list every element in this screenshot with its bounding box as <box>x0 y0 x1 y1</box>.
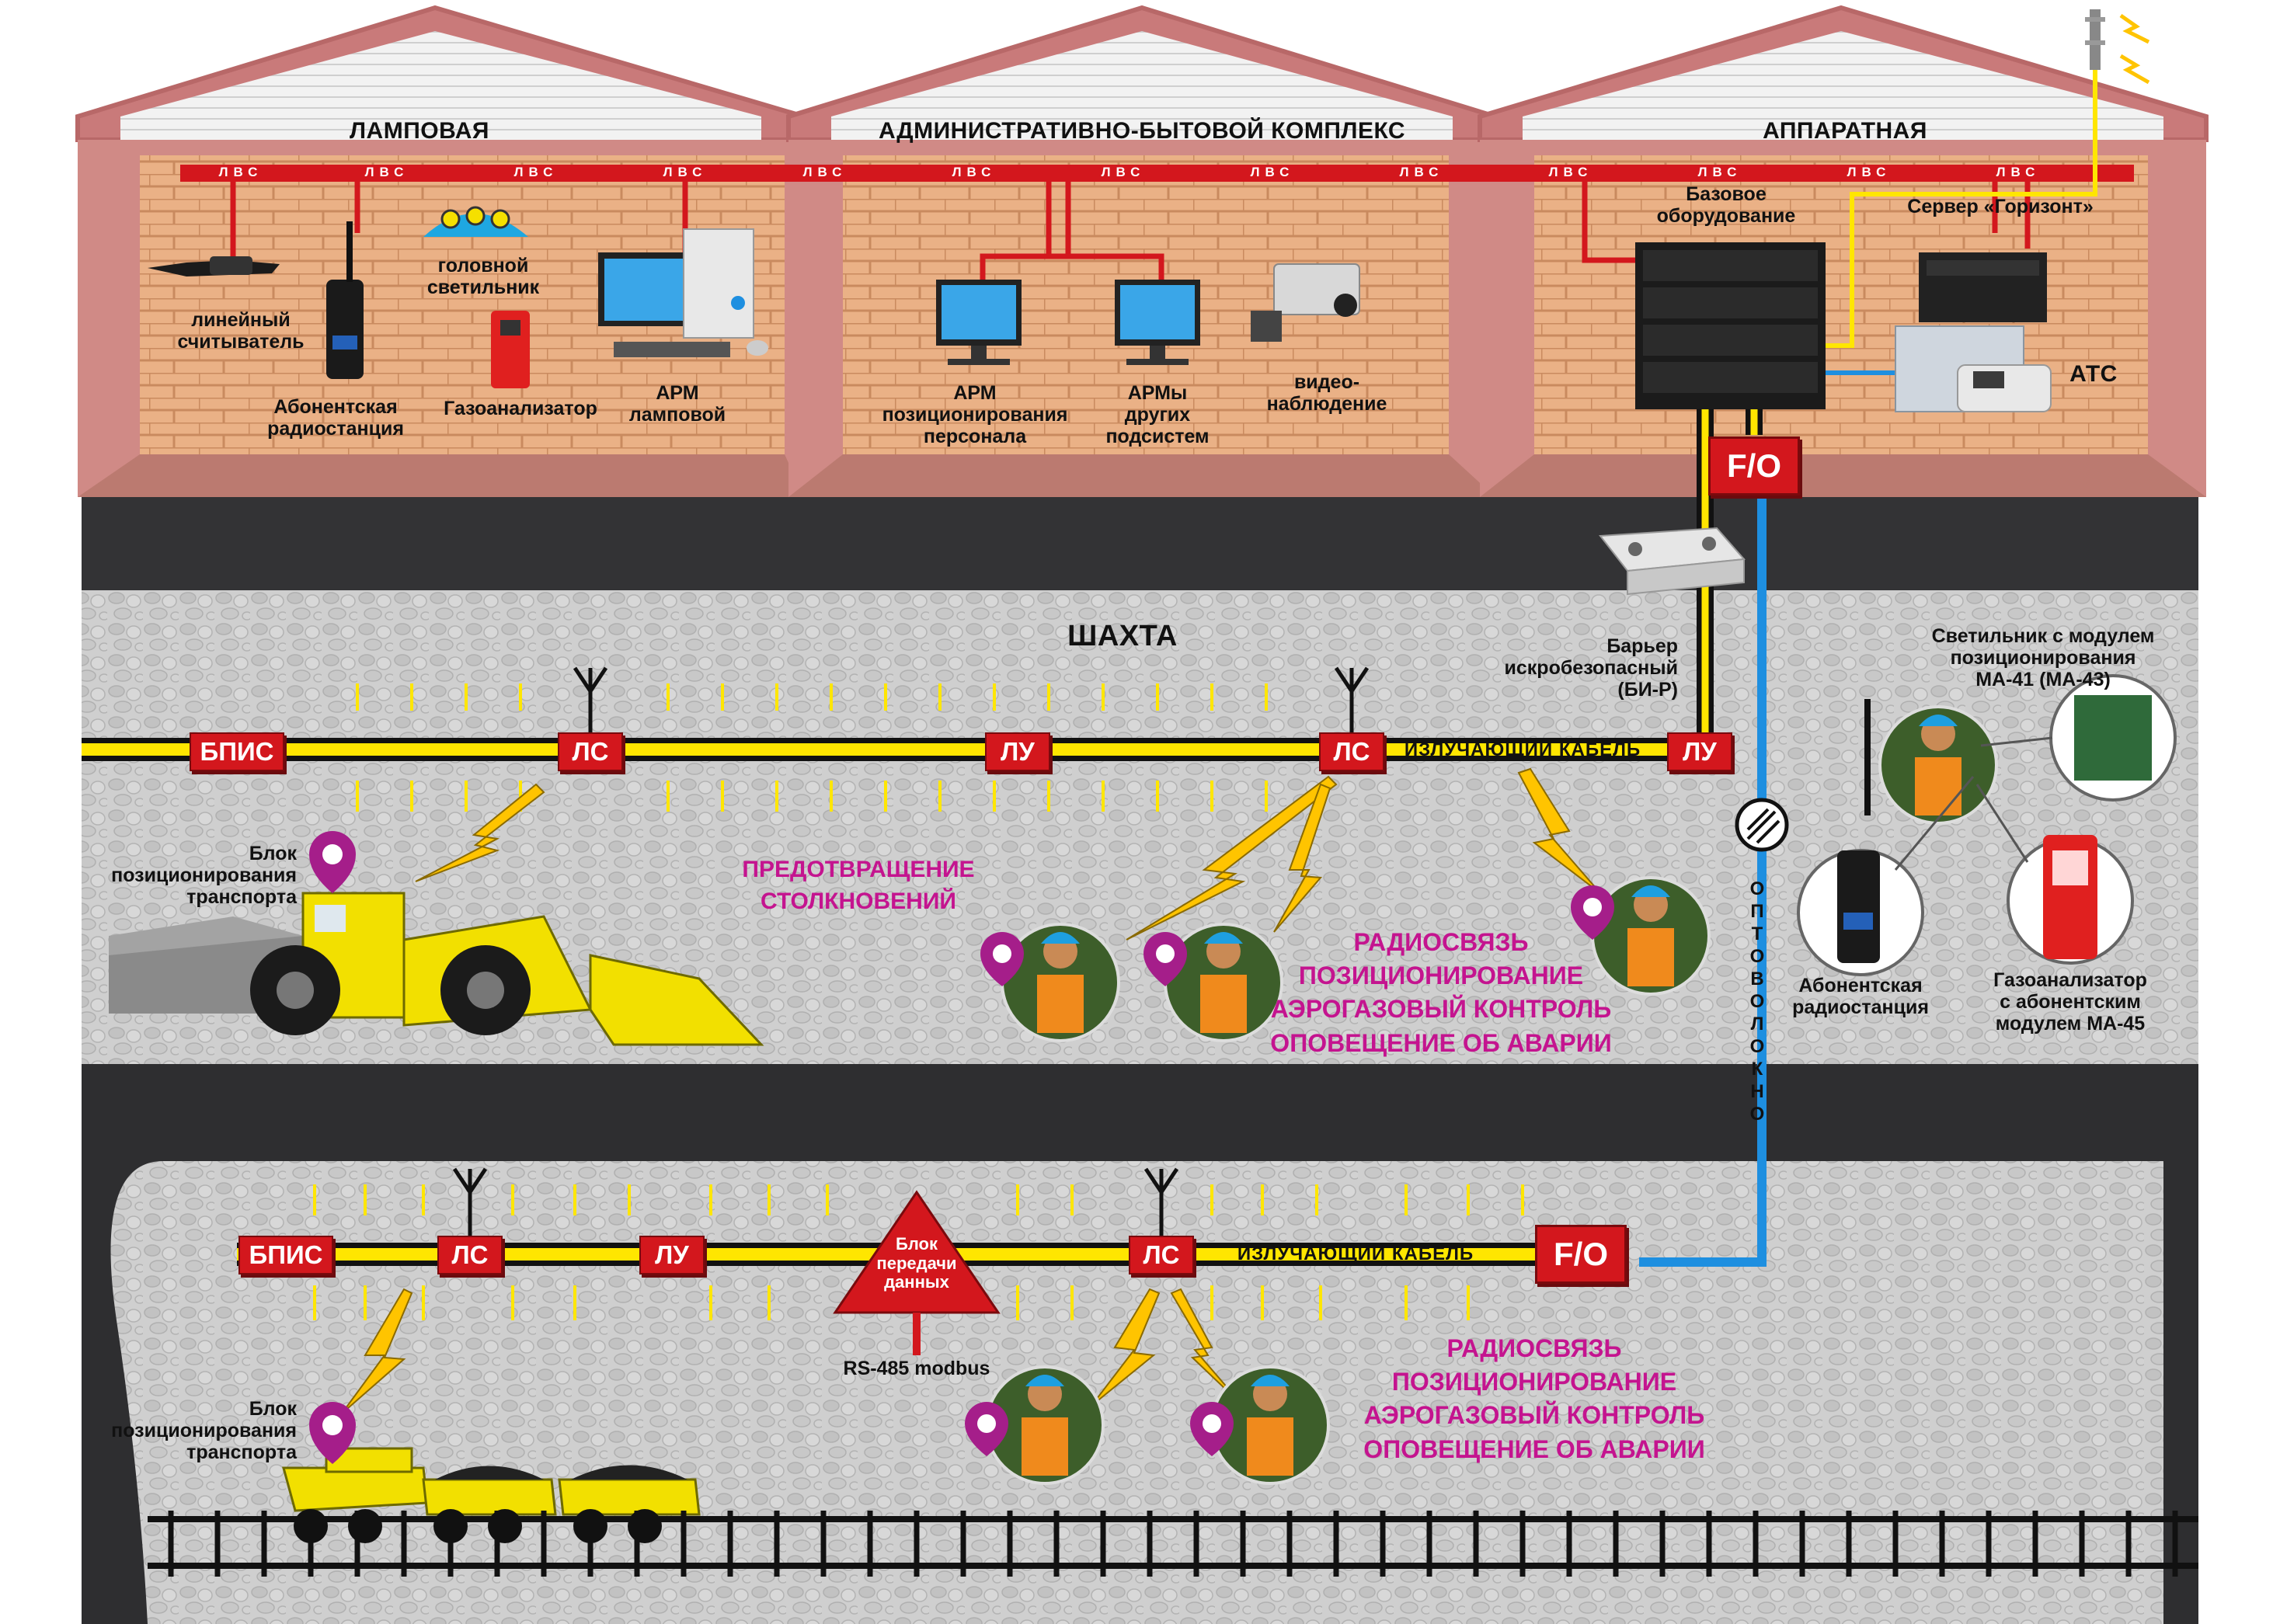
ats-label: АТС <box>2069 361 2118 387</box>
arm-lamp-computer <box>598 228 768 357</box>
lan-bus <box>180 165 2134 182</box>
lan-label: ЛВС <box>364 165 409 179</box>
radiating-cable-label-upper: ИЗЛУЧАЮЩИЙ КАБЕЛЬ <box>1404 739 1641 760</box>
pin-icon-train <box>309 1402 356 1464</box>
barrier-label: Барьер искробезопасный (БИ-Р) <box>1504 635 1678 701</box>
fo-converter-bottom: F/O <box>1535 1225 1627 1284</box>
antenna-lower-1 <box>452 1167 488 1239</box>
data-block-triangle <box>833 1190 1001 1355</box>
worker-lower-2 <box>1190 1365 1330 1485</box>
transport-block-label-upper: Блок позиционирования транспорта <box>111 843 297 908</box>
lan-label: ЛВС <box>513 165 559 179</box>
arm-other-label: АРМы других подсистем <box>1105 382 1210 447</box>
lan-label: ЛВС <box>1250 165 1295 179</box>
lan-label: ЛВС <box>218 165 263 179</box>
legend-module-circle <box>2049 674 2177 802</box>
antenna-lower-2 <box>1143 1167 1179 1239</box>
worker-lower-1 <box>965 1365 1105 1485</box>
base-equipment-label: Базовое оборудование <box>1656 183 1796 227</box>
node-ls-lower-1: ЛС <box>437 1236 503 1275</box>
lan-label: ЛВС <box>952 165 997 179</box>
lan-label: ЛВС <box>1399 165 1444 179</box>
fo-converter-top: F/O <box>1708 436 1800 496</box>
pin-icon-loader <box>309 831 356 893</box>
worker-upper-1 <box>980 923 1120 1042</box>
node-ls-lower-2: ЛС <box>1129 1236 1194 1275</box>
building-admin-title: АДМИНИСТРАТИВНО-БЫТОВОЙ КОМПЛЕКС <box>878 118 1406 144</box>
roof-antenna <box>2085 9 2150 85</box>
radiating-cable-label-lower: ИЗЛУЧАЮЩИЙ КАБЕЛЬ <box>1237 1243 1474 1264</box>
arm-lamp-label: АРМ ламповой <box>628 382 726 426</box>
mine-title: ШАХТА <box>1067 620 1178 652</box>
radio-station-device <box>326 221 364 379</box>
node-lu-upper-1: ЛУ <box>985 732 1050 771</box>
worker-upper-3 <box>1571 876 1711 996</box>
head-lamp-label: головной светильник <box>426 255 540 298</box>
building-lamp-title: ЛАМПОВАЯ <box>349 118 490 144</box>
node-lu-lower: ЛУ <box>639 1236 705 1275</box>
rs485-label: RS-485 modbus <box>843 1358 990 1379</box>
rails <box>148 1511 2198 1577</box>
services-text-upper: РАДИОСВЯЗЬ ПОЗИЦИОНИРОВАНИЕ АЭРОГАЗОВЫЙ … <box>1270 928 1612 1057</box>
handheld-radio <box>1864 699 1871 815</box>
node-ls-upper-2: ЛС <box>1319 732 1384 771</box>
video-label: видео- наблюдение <box>1266 371 1387 415</box>
fiber-line <box>1639 489 1767 1267</box>
node-bpis-upper: БПИС <box>190 732 284 771</box>
worker-legend <box>1878 705 1998 825</box>
arm-positioning-computer <box>936 280 1022 365</box>
fiber-vertical-label: О П Т О В О Л О К Н О <box>1749 878 1765 1125</box>
node-bpis-lower: БПИС <box>238 1236 333 1275</box>
building-hardware-room <box>1478 5 2209 497</box>
node-lu-upper-2: ЛУ <box>1667 732 1732 771</box>
base-equipment-rack <box>1635 242 1826 409</box>
antenna-upper-2 <box>1334 666 1370 734</box>
legend-radio-label: Абонентская радиостанция <box>1792 975 1929 1018</box>
legend-gas-label: Газоанализатор с абонентским модулем МА-… <box>1993 969 2147 1035</box>
lan-label: ЛВС <box>1996 165 2041 179</box>
gas-analyzer-label: Газоанализатор <box>444 398 597 419</box>
services-text-lower: РАДИОСВЯЗЬ ПОЗИЦИОНИРОВАНИЕ АЭРОГАЗОВЫЙ … <box>1363 1334 1705 1463</box>
node-ls-upper-1: ЛС <box>558 732 623 771</box>
arm-other-computer <box>1115 280 1200 365</box>
linear-reader-device <box>148 256 280 276</box>
barrier-device <box>1599 527 1746 596</box>
server-label: Сервер «Горизонт» <box>1907 196 2094 217</box>
lan-label: ЛВС <box>1847 165 1892 179</box>
lan-label: ЛВС <box>802 165 848 179</box>
legend-gas-circle <box>2007 835 2134 965</box>
head-lamp-device <box>423 206 528 237</box>
radio-station-label: Абонентская радиостанция <box>267 396 404 440</box>
gas-analyzer-device <box>491 311 530 388</box>
antenna-upper-1 <box>573 666 608 734</box>
legend-radio-circle <box>1797 849 1924 976</box>
lan-label: ЛВС <box>1101 165 1146 179</box>
server-unit <box>1919 252 2047 322</box>
linear-reader-label: линейный считыватель <box>177 309 305 353</box>
field-arrows-upper <box>356 683 1268 812</box>
data-block-label: Блок передачи данных <box>876 1234 957 1292</box>
radio-bolts <box>341 767 1601 1414</box>
lan-label: ЛВС <box>1548 165 1593 179</box>
ats-unit <box>1895 325 2052 412</box>
building-hardware-title: АППАРАТНАЯ <box>1763 118 1927 144</box>
lan-label: ЛВС <box>663 165 708 179</box>
collision-prevention-text: ПРЕДОТВРАЩЕНИЕ СТОЛКНОВЕНИЙ <box>742 857 975 914</box>
legend-lamp-module-label: Светильник с модулем позиционирования МА… <box>1931 625 2155 690</box>
arm-positioning-label: АРМ позиционирования персонала <box>882 382 1068 447</box>
transport-block-label-lower: Блок позиционирования транспорта <box>111 1398 297 1463</box>
fiber-splice-icon <box>1735 798 1789 852</box>
video-camera <box>1251 263 1360 342</box>
loader-vehicle <box>109 892 764 1046</box>
lan-label: ЛВС <box>1697 165 1742 179</box>
worker-upper-2 <box>1143 923 1283 1042</box>
field-arrows-lower <box>313 1184 1524 1320</box>
